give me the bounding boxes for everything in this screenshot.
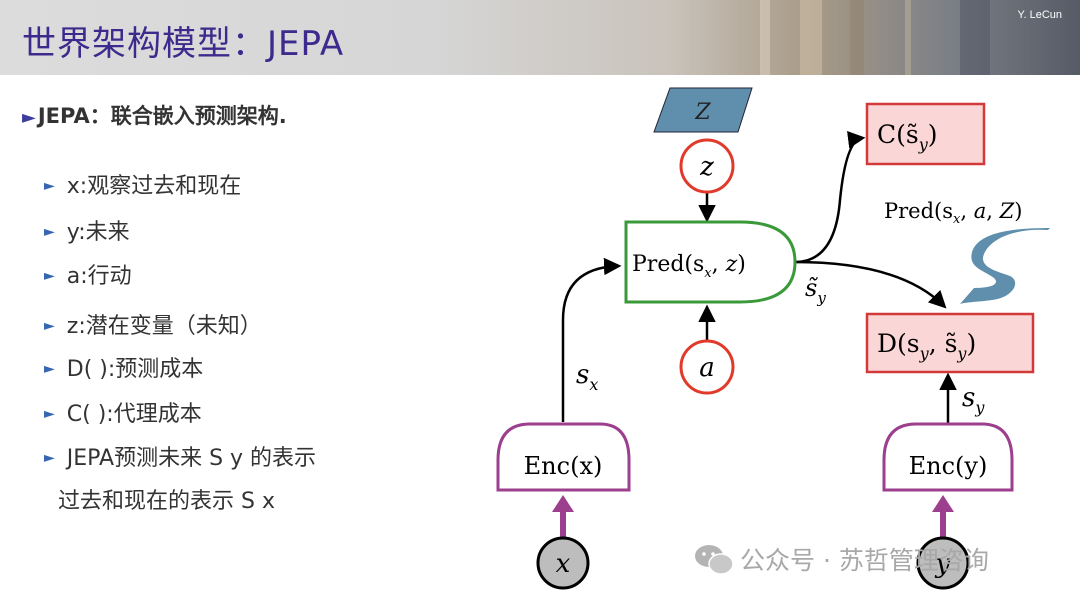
- x-input-label: x: [556, 549, 571, 579]
- encoder-y-label: Enc(y): [909, 452, 988, 480]
- encoder-x-label: Enc(x): [524, 452, 603, 480]
- predictor-family-icon: [960, 228, 1050, 304]
- input-arrows: [552, 495, 954, 540]
- cost-c-label: C(s̃y): [877, 120, 938, 154]
- arrow-x-head: [552, 495, 574, 512]
- wechat-icon: [694, 543, 734, 577]
- arrow-encx-to-pred: [563, 266, 618, 422]
- sy-label: sy: [962, 383, 985, 417]
- latent-set-label: Z: [694, 100, 711, 125]
- sx-label: sx: [576, 360, 598, 394]
- arrow-pred-to-c: [795, 138, 862, 262]
- sy-tilde-label: s̃y: [805, 274, 826, 307]
- a-node-label: a: [699, 353, 715, 383]
- z-node-label: z: [699, 152, 714, 182]
- pred-family-label: Pred(sx, a, Z): [884, 199, 1022, 227]
- arrow-y-head: [932, 495, 954, 512]
- predictor-label: Pred(sx, z): [632, 252, 746, 281]
- watermark-text: 公众号 · 苏哲管理咨询: [740, 541, 989, 577]
